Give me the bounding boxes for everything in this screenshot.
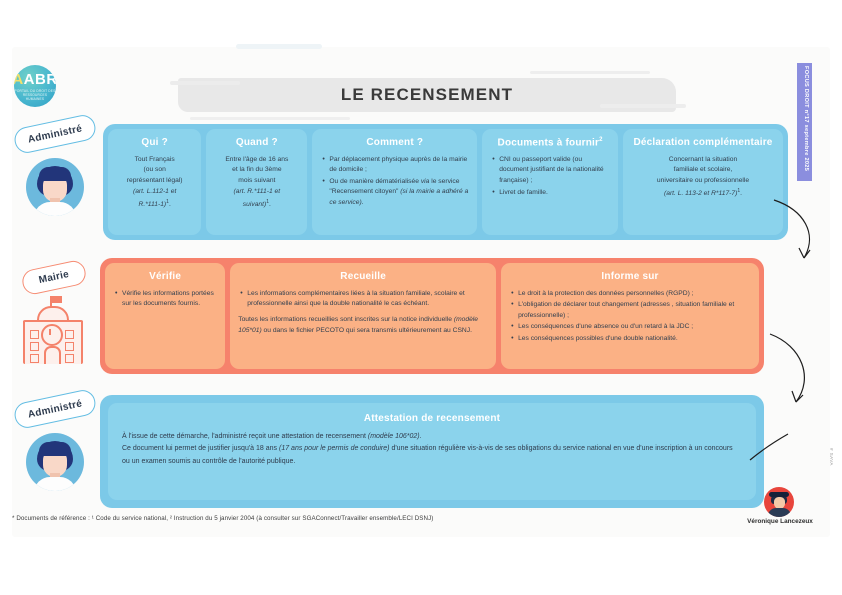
card-declaration-body: Concernant la situation familiale et sco… (656, 155, 750, 198)
avatar-fringe (39, 167, 71, 181)
arrow-to-author (749, 433, 789, 461)
card-documents-list: CNI ou passeport valide (ou document jus… (490, 154, 610, 199)
card-recueille-title: Recueille (340, 271, 387, 282)
abr-logo: AABRABR PORTAIL DU DROIT DES RESSOURCES … (14, 65, 56, 107)
card-verifie-title: Vérifie (149, 271, 182, 282)
card-documents-title: Documents à fournir2 (497, 137, 603, 149)
author-name: Véronique Lancezeux (747, 518, 813, 525)
building-window (65, 330, 74, 339)
title-band: LE RECENSEMENT (170, 71, 686, 120)
arrow-administre-to-mairie (773, 199, 811, 259)
row-mairie: Vérifie Vérifie les informations portées… (100, 258, 764, 374)
card-quand-body: Entre l'âge de 16 ans et la fin du 3ème … (225, 155, 289, 209)
list-item: Vérifie les informations portées sur les… (115, 287, 217, 310)
brush-accent-2 (530, 71, 650, 74)
card-recueille-note: Toutes les informations recueillies sont… (238, 315, 479, 334)
card-informe: Informe sur Le droit à la protection des… (501, 263, 759, 369)
list-item: Les informations complémentaires liées à… (240, 287, 488, 310)
building-window (30, 354, 39, 363)
card-quand-title: Quand ? (235, 137, 278, 148)
list-item: Les conséquences possibles d'une double … (511, 333, 751, 345)
author-cap-icon (769, 492, 789, 497)
mairie-building-icon (19, 296, 83, 364)
list-item: Le droit à la protection des données per… (511, 288, 751, 300)
card-verifie: Vérifie Vérifie les informations portées… (105, 263, 226, 369)
avatar-fringe (39, 442, 71, 456)
card-attestation-body: À l'issue de cette démarche, l'administr… (122, 432, 733, 466)
list-item: Les conséquences d'une absence ou d'un r… (511, 321, 751, 333)
list-item: Livret de famille. (492, 187, 610, 199)
card-comment: Comment ? Par déplacement physique auprè… (312, 129, 478, 235)
administre-avatar-top (26, 158, 84, 216)
row-attestation: Attestation de recensement À l'issue de … (100, 395, 764, 508)
author-avatar (764, 487, 794, 517)
flag-pole-icon (50, 296, 52, 308)
logo-main-text: AABRABR (14, 70, 56, 88)
building-window (30, 342, 39, 351)
ribbon-label: FOCUS DROIT n°17 septembre 2025 (803, 66, 809, 172)
card-recueille-list: Les informations complémentaires liées à… (238, 287, 488, 310)
author-body (768, 508, 791, 517)
card-verifie-list: Vérifie les informations portées sur les… (113, 287, 217, 310)
list-item: Ou de manière dématérialisée via le serv… (322, 176, 469, 209)
card-informe-list: Le droit à la protection des données per… (509, 288, 751, 345)
row-administre: Qui ? Tout Français (ou son représentant… (103, 124, 788, 240)
list-item: CNI ou passeport valide (ou document jus… (492, 154, 610, 187)
building-window (65, 354, 74, 363)
card-recueille: Recueille Les informations complémentair… (230, 263, 497, 369)
card-qui-body: Tout Français (ou son représentant légal… (126, 155, 183, 209)
list-item: Par déplacement physique auprès de la ma… (322, 153, 469, 176)
focus-droit-ribbon: FOCUS DROIT n°17 septembre 2025 (797, 63, 812, 181)
card-documents: Documents à fournir2 CNI ou passeport va… (482, 129, 619, 235)
administre-avatar-bottom (26, 433, 84, 491)
card-informe-title: Informe sur (601, 271, 659, 282)
logo-sub-text: PORTAIL DU DROIT DES RESSOURCES HUMAINES (14, 88, 56, 101)
building-window (65, 342, 74, 351)
list-item: L'obligation de déclarer tout changement… (511, 299, 751, 321)
card-qui: Qui ? Tout Français (ou son représentant… (108, 129, 202, 235)
author-face (774, 497, 785, 509)
card-declaration-title: Déclaration complémentaire (633, 137, 773, 148)
card-qui-title: Qui ? (141, 137, 168, 148)
building-window (30, 330, 39, 339)
building-door (44, 346, 61, 364)
card-quand: Quand ? Entre l'âge de 16 ans et la fin … (206, 129, 308, 235)
flag-icon (52, 296, 62, 303)
brush-accent-3 (236, 44, 322, 49)
brush-stroke-shape (170, 78, 686, 112)
avatar-body (34, 202, 76, 216)
avatar-body (34, 477, 76, 491)
card-declaration: Déclaration complémentaire Concernant la… (623, 129, 783, 235)
card-comment-title: Comment ? (366, 137, 424, 148)
clock-icon (41, 324, 63, 346)
brush-accent-1 (190, 117, 350, 120)
card-attestation-title: Attestation de recensement (363, 413, 501, 424)
card-attestation: Attestation de recensement À l'issue de … (108, 403, 756, 500)
footer-references: * Documents de référence : ¹ Code du ser… (12, 515, 434, 522)
corner-code: # SAVA (829, 448, 834, 466)
card-comment-list: Par déplacement physique auprès de la ma… (320, 153, 469, 209)
arrow-mairie-to-attestation (769, 333, 805, 403)
page-title: LE RECENSEMENT (340, 85, 514, 104)
